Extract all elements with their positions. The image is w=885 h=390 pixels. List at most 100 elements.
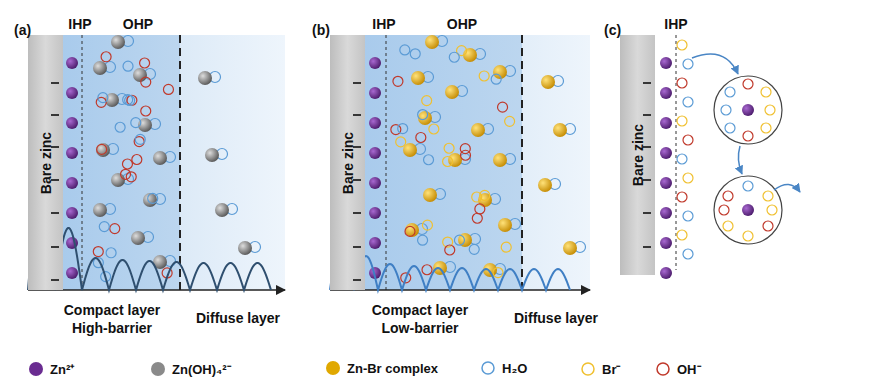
zn-br-complex [471,123,485,137]
water-molecule [135,134,145,144]
zincate-ion [131,231,145,245]
legend-swatch [150,361,166,377]
bromide-ion [501,242,511,252]
compact-layer-band [365,35,522,290]
hydroxide-ion [110,224,120,234]
energy-barrier-curve [330,235,570,290]
zinc-electrode: Bare zinc [330,35,365,290]
bromide-ion [480,190,490,200]
zn-br-complex [405,223,419,237]
zinc-ion [66,207,78,219]
water-molecule [424,155,434,165]
layer-label: Compact layer [372,302,468,318]
hydroxide-ion [683,135,693,145]
ohp-line [521,35,523,290]
water-molecule [400,45,410,55]
legend-item: Zn-Br complex [325,360,438,376]
process-arrow [738,146,742,174]
zn-br-complex [563,241,577,255]
legend-item: H₂O [480,360,527,376]
panel-letter: (a) [14,22,31,38]
zincate-ion [198,71,212,85]
water-molecule [115,122,125,132]
bromide-ion [677,40,687,50]
legend-text: Zn(OH)₄²⁻ [172,360,231,378]
plane-label: OHP [123,16,153,32]
electrolyte-region [365,35,590,290]
bromide-ion [677,116,687,126]
zn-br-complex [538,178,552,192]
water-molecule [418,110,428,120]
bromide-ion [767,205,777,215]
water-molecule [683,97,693,107]
water-molecule [725,87,735,97]
zinc-ion [660,237,672,249]
hydroxide-ion [723,191,733,201]
zinc-electrode: Bare zinc [28,35,63,290]
water-molecule [491,74,501,84]
zincate-ion [96,143,110,157]
hydroxide-ion [141,106,151,116]
water-molecule [131,118,141,128]
water-molecule [677,154,687,164]
electrode-label: Bare zinc [340,131,356,193]
zincate-ion [93,203,107,217]
plane-label: IHP [664,16,687,32]
zn-br-complex [425,35,439,49]
zinc-ion [660,57,672,69]
ohp-line [179,35,181,290]
hydroxide-ion [393,76,403,86]
zn-br-complex [463,48,477,62]
legend-item: OH⁻ [655,360,701,378]
hydroxide-ion [163,84,173,94]
hydroxide-ion [422,265,432,275]
layer-label: Low-barrier [381,320,458,336]
zinc-ion [369,177,381,189]
hydroxide-ion [743,131,753,141]
bromide-ion [444,143,454,153]
zn-br-complex [411,71,425,85]
zn-br-complex [553,123,567,137]
legend-swatch [480,360,496,376]
water-molecule [148,193,158,203]
legend-text: Zn-Br complex [347,361,438,376]
hydroxide-ion [677,192,687,202]
zinc-ion [66,267,78,279]
hydroxide-ion [460,150,470,160]
distance-axis [330,289,590,291]
bromide-ion [493,268,503,278]
hydroxide-ion [763,221,773,231]
legend-swatch [28,361,44,377]
zinc-ion [660,267,672,279]
water-molecule [721,105,731,115]
water-molecule [125,95,135,105]
water-molecule [106,248,116,258]
legend-swatch [655,361,671,377]
water-molecule [410,49,420,59]
ihp-line [676,35,677,270]
zinc-ion [369,87,381,99]
zinc-ion [660,147,672,159]
compact-layer-band [63,35,180,290]
hydroxide-ion [121,169,131,179]
plane-label: OHP [447,16,477,32]
panel-letter: (c) [604,22,621,38]
legend-item: Zn²⁺ [28,360,74,378]
zincate-ion [143,193,157,207]
zinc-ion [66,177,78,189]
bromide-ion [723,221,733,231]
layer-label: High-barrier [72,320,152,336]
bromide-ion [765,105,775,115]
bromide-ion [761,123,771,133]
legend-swatch [580,361,596,377]
hydroxide-ion [743,79,753,89]
hydroxide-ion [445,245,455,255]
zinc-ion [66,147,78,159]
zinc-ion [742,204,754,216]
distance-axis [28,289,285,291]
water-molecule [98,93,108,103]
layer-label: Diffuse layer [196,310,280,326]
hydroxide-ion [498,102,508,112]
hydroxide-ion [101,52,111,62]
